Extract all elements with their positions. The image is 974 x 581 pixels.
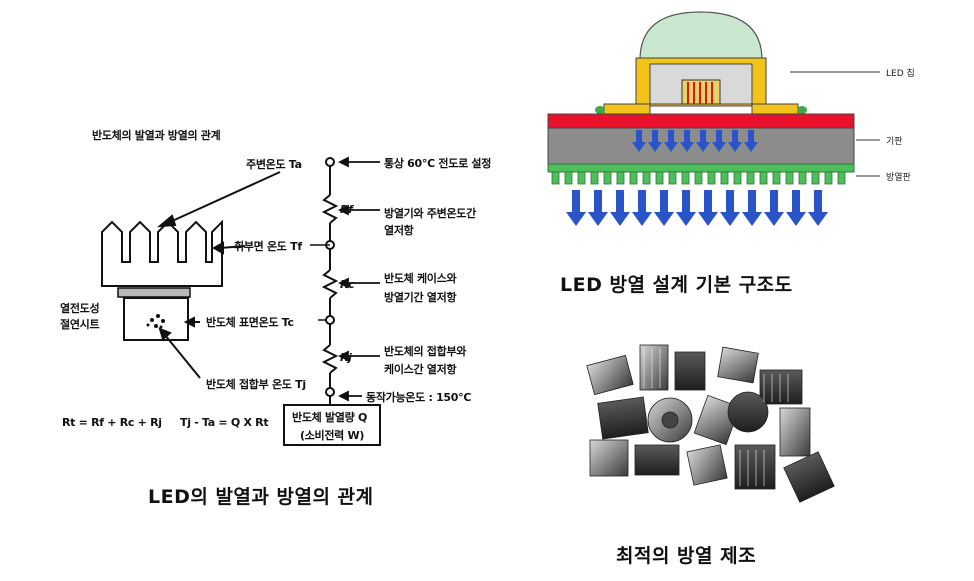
formula-total-resistance: Rt = Rf + Rc + Rj	[62, 416, 162, 429]
led-chip-label: LED 칩	[886, 69, 915, 79]
rc-note-line1: 반도체 케이스와	[384, 272, 457, 285]
heatsink-surface-temp-label: 휘부면 온도 Tf	[234, 240, 302, 253]
ambient-temp-label: 주변온도 Ta	[246, 158, 302, 171]
rj-note-line2: 케이스간 열저항	[384, 363, 457, 376]
resistor-rj-label: Rj	[340, 351, 352, 364]
rf-note-line1: 방열기와 주변온도간	[384, 207, 476, 220]
formula-temperature: Tj - Ta = Q X Rt	[180, 416, 269, 429]
operating-temp-note: 동작가능온도 : 150℃	[366, 391, 472, 404]
heat-box-line1: 반도체 발열량 Q	[292, 411, 368, 424]
semiconductor-surface-temp-label: 반도체 표면온도 Tc	[206, 316, 294, 329]
thermal-sheet-label-1: 열전도성	[60, 302, 100, 315]
right-top-caption: LED 방열 설계 기본 구조도	[560, 274, 793, 296]
ambient-note: 통상 60℃ 전도로 설정	[384, 157, 492, 170]
resistor-rc-label: Rc	[340, 278, 355, 291]
rc-note-line2: 방열기간 열저항	[384, 291, 457, 304]
semiconductor-junction-temp-label: 반도체 접합부 온도 Tj	[206, 378, 306, 391]
substrate-label: 기판	[886, 137, 903, 147]
heat-box-line2: (소비전력 W)	[300, 429, 365, 442]
diagram-title: 반도체의 발열과 방열의 관계	[92, 129, 221, 142]
heat-plate-label: 방열판	[886, 173, 911, 183]
rj-note-line1: 반도체의 접합부와	[384, 345, 467, 358]
left-caption: LED의 발열과 방열의 관계	[148, 486, 374, 508]
rf-note-line2: 열저항	[384, 224, 414, 237]
resistor-rf-label: Rf	[340, 203, 353, 216]
right-bottom-caption: 최적의 방열 제조	[616, 545, 757, 567]
thermal-sheet-label-2: 절연시트	[60, 318, 100, 331]
